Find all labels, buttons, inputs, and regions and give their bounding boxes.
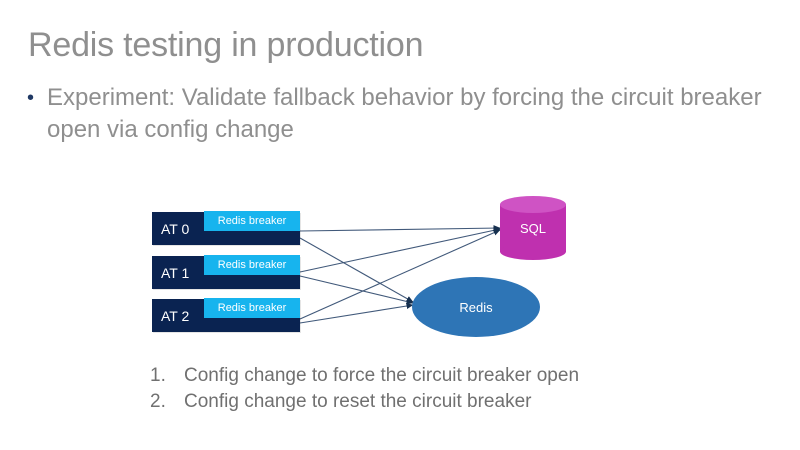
connector-at0-redis <box>299 237 414 303</box>
bullet-dot-icon: • <box>27 87 35 109</box>
numbered-step-list: 1. Config change to force the circuit br… <box>150 363 579 415</box>
at-node-1-label: AT 1 <box>161 265 190 281</box>
step-2-text: Config change to reset the circuit break… <box>184 391 532 412</box>
at-node-0-breaker-tab[interactable]: Redis breaker <box>204 211 300 231</box>
at-node-2-label: AT 2 <box>161 308 190 324</box>
database-cylinder-bottom-icon <box>500 243 566 260</box>
at-node-2[interactable]: AT 2 Redis breaker <box>152 298 300 332</box>
step-1-marker: 1. <box>150 365 166 386</box>
at-node-2-breaker-tab[interactable]: Redis breaker <box>204 298 300 318</box>
redis-cache-node[interactable]: Redis <box>412 277 540 337</box>
list-item: 1. Config change to force the circuit br… <box>150 363 579 389</box>
at-node-0[interactable]: AT 0 Redis breaker <box>152 211 300 245</box>
at-node-1[interactable]: AT 1 Redis breaker <box>152 255 300 289</box>
step-1-text: Config change to force the circuit break… <box>184 365 580 386</box>
bullet-text: Experiment: Validate fallback behavior b… <box>47 84 762 143</box>
list-item: • Experiment: Validate fallback behavior… <box>24 82 776 146</box>
connector-at1-sql <box>299 227 501 273</box>
at-node-0-breaker-label: Redis breaker <box>217 214 287 227</box>
at-node-2-breaker-label: Redis breaker <box>217 301 287 314</box>
database-cylinder-top-icon <box>500 196 566 213</box>
connector-at1-redis <box>299 275 414 305</box>
redis-node-label: Redis <box>459 299 493 315</box>
page-title: Redis testing in production <box>28 26 424 64</box>
at-node-0-label: AT 0 <box>161 221 190 237</box>
step-2-marker: 2. <box>150 391 166 412</box>
list-item: 2. Config change to reset the circuit br… <box>150 389 579 415</box>
sql-node-label: SQL <box>519 220 546 236</box>
connector-at2-redis <box>299 303 414 324</box>
connector-at0-sql <box>299 225 501 232</box>
bullet-list: • Experiment: Validate fallback behavior… <box>24 82 776 146</box>
at-node-1-breaker-label: Redis breaker <box>217 258 287 271</box>
at-node-1-breaker-tab[interactable]: Redis breaker <box>204 255 300 275</box>
sql-database-node[interactable]: SQL <box>500 196 566 260</box>
